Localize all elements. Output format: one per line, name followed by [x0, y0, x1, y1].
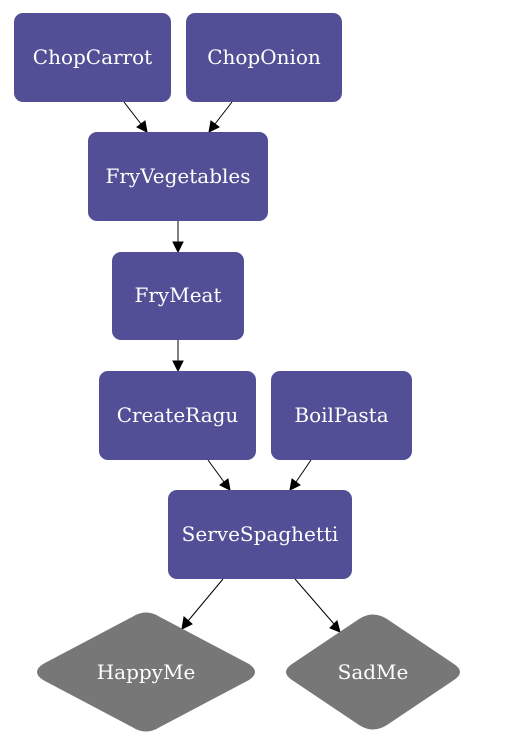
node-label: ChopOnion — [207, 45, 321, 69]
node-label: HappyMe — [97, 660, 196, 684]
edge-frymeat-createragu — [172, 340, 184, 373]
node-happy-me: HappyMe — [37, 612, 255, 732]
node-label: SadMe — [338, 660, 409, 684]
node-chop-onion: ChopOnion — [186, 13, 342, 102]
node-sad-me: SadMe — [286, 614, 460, 730]
edge-choponion-fryvegetables — [208, 101, 233, 133]
node-serve-spaghetti: ServeSpaghetti — [168, 490, 352, 579]
edge-createragu-servespaghetti — [207, 459, 231, 491]
edge-fryvegetables-frymeat — [172, 221, 184, 254]
edges — [123, 101, 341, 633]
node-label: FryMeat — [134, 283, 221, 307]
node-create-ragu: CreateRagu — [99, 371, 256, 460]
edge-boilpasta-servespaghetti — [289, 459, 312, 491]
node-label: ServeSpaghetti — [182, 522, 339, 546]
edge-chopcarrot-fryvegetables — [123, 101, 148, 133]
edge-servespaghetti-sadme — [294, 578, 341, 633]
node-fry-vegetables: FryVegetables — [88, 132, 268, 221]
node-fry-meat: FryMeat — [112, 252, 244, 340]
edge-servespaghetti-happyme — [181, 578, 224, 630]
node-label: BoilPasta — [294, 403, 388, 427]
node-boil-pasta: BoilPasta — [271, 371, 412, 460]
node-label: ChopCarrot — [33, 45, 152, 69]
node-label: CreateRagu — [117, 403, 239, 427]
node-chop-carrot: ChopCarrot — [14, 13, 171, 102]
node-label: FryVegetables — [105, 164, 250, 188]
